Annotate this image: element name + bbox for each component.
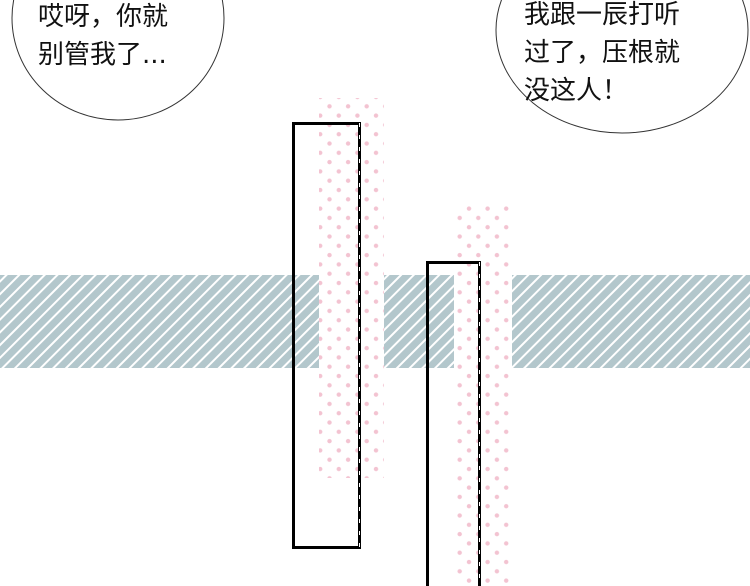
speech-line: 没这人！ (524, 76, 629, 106)
speech-line: 我跟一辰打听 (524, 0, 681, 30)
right-bubble-text: 我跟一辰打听 过了，压根就 没这人！ (524, 0, 680, 110)
building-right (426, 261, 481, 586)
speech-line: 过了，压根就 (524, 38, 681, 68)
dot-screen-left (319, 98, 384, 478)
dot-screen-right (454, 205, 512, 586)
speech-bubble-right (495, 0, 749, 134)
building-left (292, 122, 361, 549)
speech-bubble-left (11, 0, 225, 121)
left-bubble-text: 哎呀，你就 别管我了... (38, 0, 168, 74)
speech-line: 别管我了... (38, 40, 167, 70)
speech-line: 哎呀，你就 (38, 2, 169, 32)
